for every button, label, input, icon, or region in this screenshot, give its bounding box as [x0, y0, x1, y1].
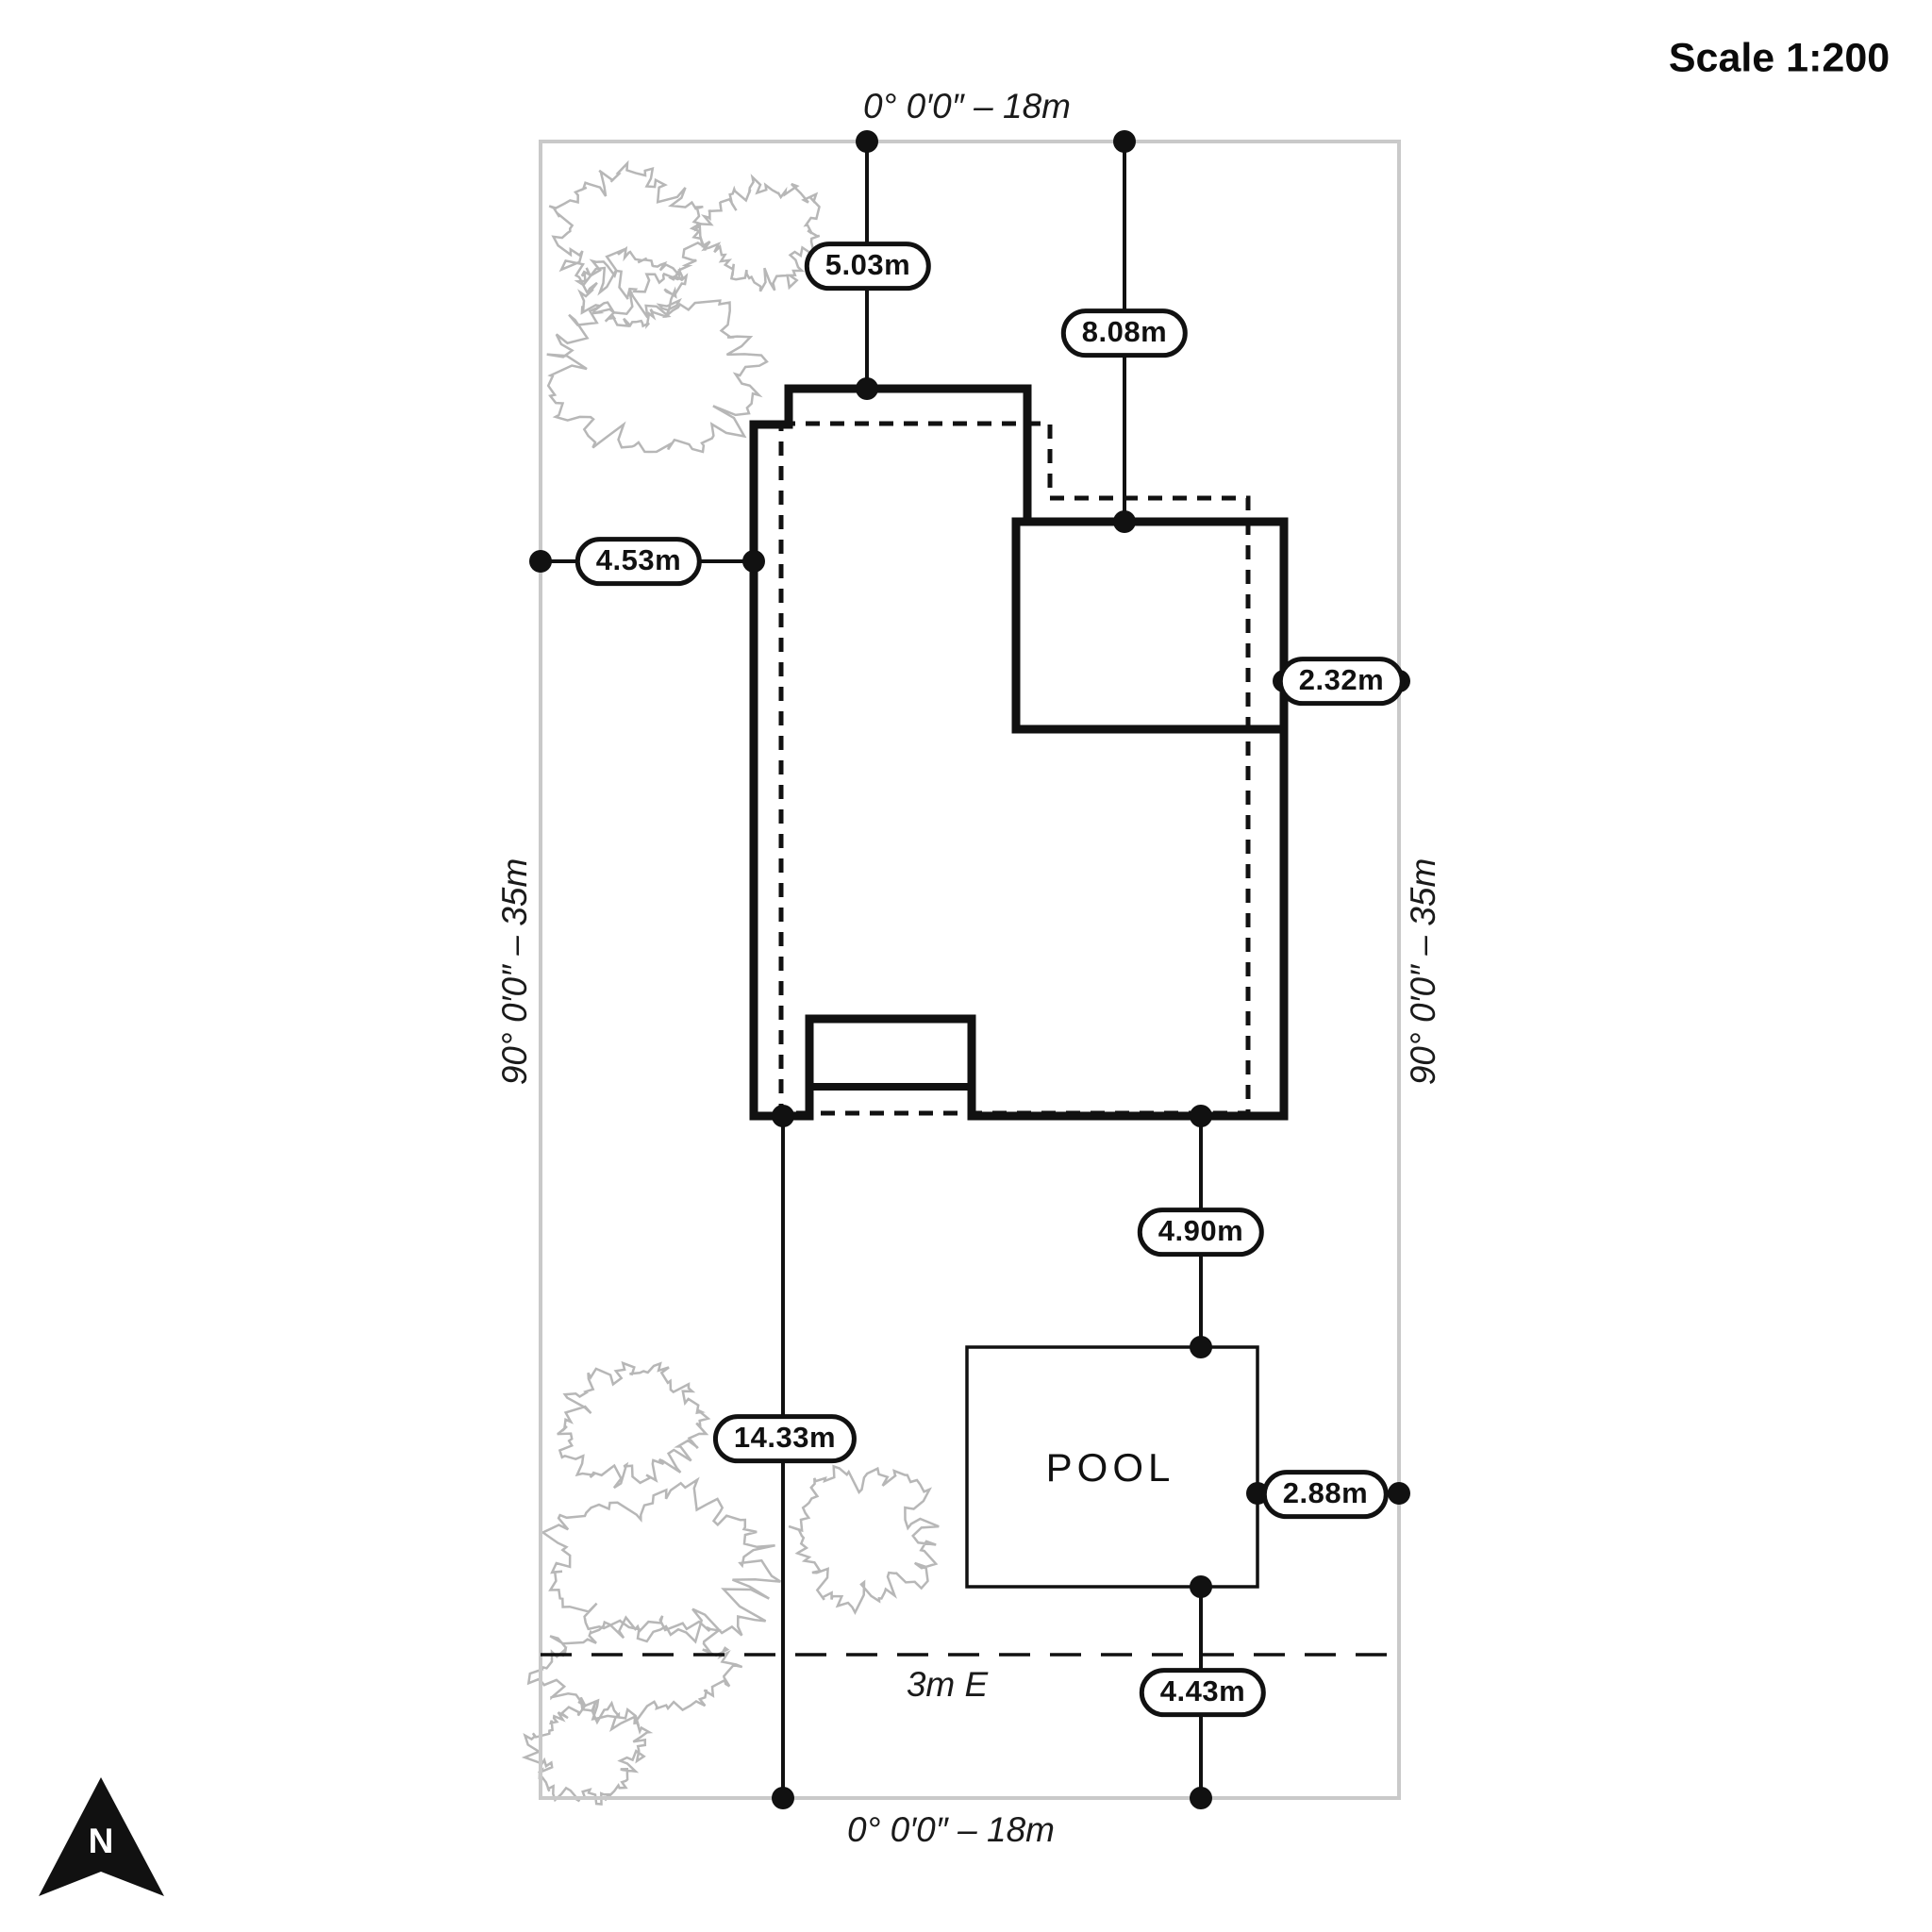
tree-canopy — [693, 174, 821, 292]
easement-label: 3m E — [906, 1665, 989, 1704]
dimension-point — [1113, 510, 1136, 533]
tree-canopy — [548, 159, 707, 300]
pool-outline — [965, 1345, 1259, 1589]
dimension-label-garage-front-setback: 8.08m — [1060, 308, 1189, 358]
dimension-label-rear-setback: 14.33m — [712, 1414, 858, 1463]
tree-canopy — [526, 1615, 743, 1726]
tree-canopy — [788, 1464, 940, 1616]
dimension-label-right-side-setback: 2.32m — [1277, 657, 1406, 706]
property-boundary — [539, 140, 1401, 1800]
dimension-point — [1190, 1105, 1212, 1127]
dimension-label-pool-rear-setback: 4.43m — [1139, 1668, 1267, 1717]
tree-canopy-group — [521, 159, 940, 1806]
tree-canopy — [557, 1360, 711, 1490]
dimension-point — [772, 1105, 794, 1127]
north-arrow-icon — [39, 1777, 164, 1896]
dimension-label-house-to-pool: 4.90m — [1137, 1208, 1265, 1257]
dimension-point — [1190, 1336, 1212, 1358]
boundary-label-right: 90° 0′0″ – 35m — [1404, 858, 1442, 1086]
garage-fill — [1016, 522, 1284, 729]
dimension-label-front-setback: 5.03m — [804, 242, 932, 291]
tree-canopy — [521, 1696, 654, 1806]
tree-canopy — [541, 1476, 782, 1644]
dimension-point — [856, 377, 878, 400]
dimension-label-pool-right-setback: 2.88m — [1261, 1470, 1390, 1519]
dimension-point — [1388, 1482, 1410, 1505]
dimension-point — [742, 550, 765, 573]
tree-canopy — [574, 245, 689, 330]
dimension-point — [856, 130, 878, 153]
dimension-label-left-side-setback: 4.53m — [575, 537, 703, 586]
pool-label: POOL — [1045, 1445, 1175, 1490]
scale-note: Scale 1:200 — [1668, 35, 1890, 81]
boundary-label-top: 0° 0′0″ – 18m — [863, 87, 1071, 125]
dimension-point — [772, 1787, 794, 1809]
north-arrow-letter: N — [88, 1822, 114, 1860]
boundary-label-left: 90° 0′0″ – 35m — [495, 858, 534, 1086]
dimension-point — [1113, 130, 1136, 153]
dimension-point — [1190, 1787, 1212, 1809]
tree-canopy — [546, 288, 769, 454]
dimension-point — [529, 550, 552, 573]
boundary-label-bottom: 0° 0′0″ – 18m — [847, 1810, 1055, 1849]
garage-outline — [1011, 517, 1289, 734]
dimension-point — [1190, 1575, 1212, 1598]
